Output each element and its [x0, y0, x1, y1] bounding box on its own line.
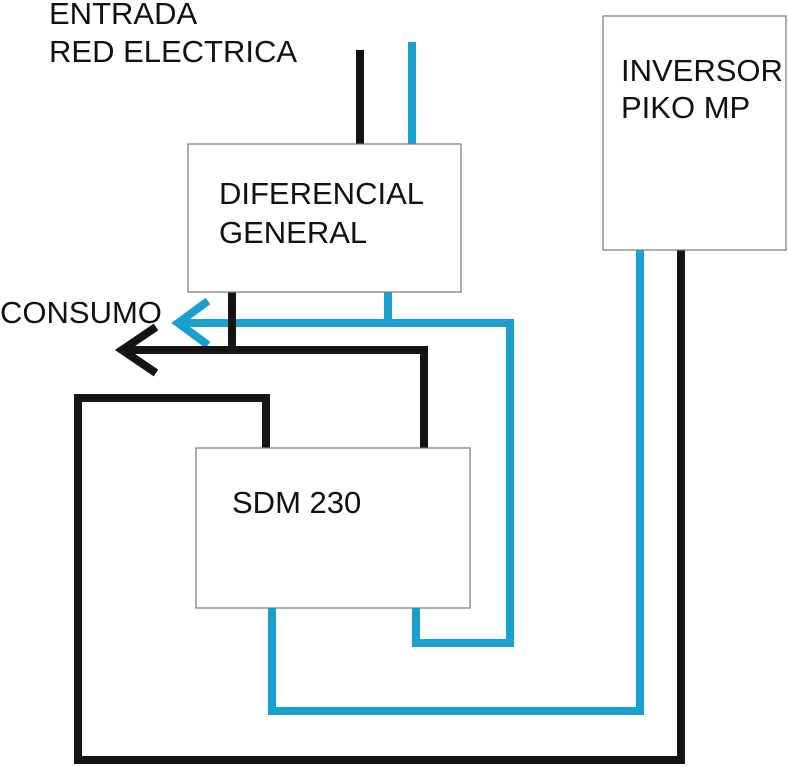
black-inverter-loop-wire [74, 250, 685, 764]
black-consumo-sdm-wire [122, 346, 428, 448]
sdm-box [195, 447, 471, 609]
inversor-box [602, 15, 787, 251]
consumo-label: CONSUMO [0, 295, 162, 330]
inversor-label-2: PIKO MP [621, 90, 750, 125]
sdm-label: SDM 230 [232, 485, 361, 520]
diferencial-label-1: DIFERENCIAL [219, 176, 424, 211]
blue-inverter-wire [268, 250, 644, 715]
diferencial-box [187, 143, 462, 293]
blue-consumo-loop-wire [384, 292, 514, 647]
inversor-label-1: INVERSOR [621, 53, 783, 88]
consumo-black-arrow [114, 323, 159, 377]
entrada-label-1: ENTRADA [49, 0, 197, 31]
consumo-blue-arrow [171, 297, 211, 349]
entrada-label-2: RED ELECTRICA [49, 34, 297, 69]
diferencial-label-2: GENERAL [219, 215, 367, 250]
